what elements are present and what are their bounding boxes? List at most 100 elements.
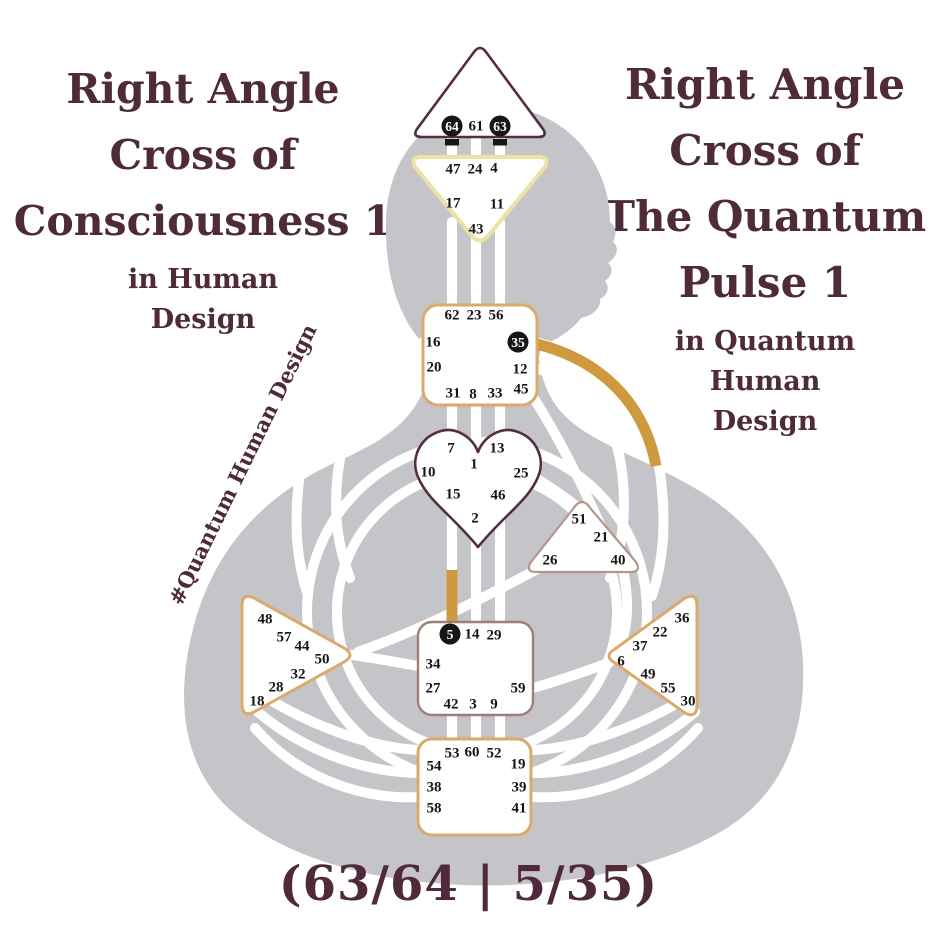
- left-subtitle: in Human Design: [13, 260, 393, 340]
- svg-text:55: 55: [661, 681, 676, 697]
- svg-text:64: 64: [445, 119, 459, 134]
- gate-59: 59: [511, 681, 526, 697]
- solar-plexus-center-shape: [607, 594, 699, 717]
- svg-text:41: 41: [512, 801, 527, 817]
- svg-text:28: 28: [269, 680, 284, 696]
- will-center-shape: [527, 500, 640, 574]
- svg-text:63: 63: [493, 119, 507, 134]
- gate-11: 11: [490, 197, 504, 213]
- gate-64: 64: [441, 115, 463, 146]
- gate-2: 2: [471, 511, 479, 527]
- gate-58: 58: [427, 801, 442, 817]
- gate-42: 42: [444, 697, 459, 713]
- gate-36: 36: [675, 611, 691, 627]
- svg-text:29: 29: [487, 628, 502, 644]
- svg-text:6: 6: [617, 654, 625, 670]
- sacral-center-shape: [416, 620, 535, 717]
- svg-text:25: 25: [514, 466, 529, 482]
- svg-text:43: 43: [469, 222, 484, 238]
- svg-text:19: 19: [511, 757, 526, 773]
- gate-49: 49: [641, 667, 656, 683]
- gate-3: 3: [469, 697, 477, 713]
- gate-12: 12: [513, 362, 528, 378]
- svg-text:30: 30: [681, 694, 696, 710]
- svg-text:24: 24: [468, 162, 484, 178]
- gate-53: 53: [445, 746, 460, 762]
- gate-27: 27: [426, 681, 442, 697]
- svg-text:34: 34: [426, 657, 442, 673]
- svg-text:13: 13: [490, 441, 505, 457]
- svg-text:3: 3: [469, 697, 477, 713]
- gate-52: 52: [487, 746, 502, 762]
- left-title-line: Consciousness 1: [13, 197, 393, 245]
- svg-text:49: 49: [641, 667, 656, 683]
- svg-text:31: 31: [446, 386, 461, 402]
- svg-text:14: 14: [465, 627, 481, 643]
- gate-24: 24: [468, 162, 484, 178]
- svg-text:58: 58: [427, 801, 442, 817]
- left-title-line: Cross of: [109, 131, 297, 179]
- gate-26: 26: [543, 553, 559, 569]
- right-title-line: Cross of: [669, 126, 861, 175]
- gate-51: 51: [572, 512, 587, 528]
- svg-text:51: 51: [572, 512, 587, 528]
- gate-47: 47: [446, 162, 462, 178]
- svg-text:5: 5: [447, 627, 454, 642]
- channel-throat-spleen-outer: [291, 337, 430, 601]
- gate-46: 46: [491, 488, 507, 504]
- channel-will-solar: [615, 560, 633, 653]
- svg-text:59: 59: [511, 681, 526, 697]
- gate-37: 37: [633, 639, 649, 655]
- channels: [250, 120, 703, 803]
- gold-channels: [446, 338, 662, 628]
- right-subtitle: in Quantum Human Design: [593, 322, 937, 442]
- gate-16: 16: [426, 335, 442, 351]
- svg-text:22: 22: [653, 625, 668, 641]
- gate-23: 23: [467, 308, 482, 324]
- gate-6: 6: [617, 654, 625, 670]
- gate-31: 31: [446, 386, 461, 402]
- svg-text:27: 27: [426, 681, 442, 697]
- left-title: Right Angle Cross of Consciousness 1 in …: [13, 56, 393, 340]
- gate-17: 17: [446, 196, 462, 212]
- left-subtitle-line: in Human: [127, 264, 279, 295]
- right-subtitle-line: Human: [709, 366, 821, 397]
- svg-text:39: 39: [512, 780, 527, 796]
- gate-33: 33: [488, 386, 503, 402]
- svg-text:57: 57: [277, 630, 293, 646]
- g-center-shape: [413, 428, 543, 549]
- svg-text:8: 8: [469, 387, 477, 403]
- gate-8: 8: [469, 387, 477, 403]
- svg-text:26: 26: [543, 553, 559, 569]
- cross-gates-label: (63/64 | 5/35): [278, 856, 659, 912]
- gate-22: 22: [653, 625, 668, 641]
- svg-text:47: 47: [446, 162, 462, 178]
- channel-sacral-solar: [528, 657, 615, 693]
- svg-text:62: 62: [445, 308, 460, 324]
- svg-text:16: 16: [426, 335, 442, 351]
- channel-sacral-spleen: [347, 650, 423, 671]
- gate-29: 29: [487, 628, 502, 644]
- gate-39: 39: [512, 780, 527, 796]
- svg-text:4: 4: [490, 161, 498, 177]
- svg-text:2: 2: [471, 511, 479, 527]
- throat-center-shape: [421, 303, 539, 407]
- svg-text:48: 48: [258, 612, 273, 628]
- left-subtitle-line: Design: [150, 304, 256, 335]
- head-center-shape: [414, 46, 546, 139]
- gate-28: 28: [269, 680, 284, 696]
- gate-54: 54: [427, 759, 443, 775]
- right-title-line: The Quantum: [603, 192, 927, 241]
- svg-text:15: 15: [446, 487, 461, 503]
- gate-41: 41: [512, 801, 527, 817]
- gate-50: 50: [315, 652, 330, 668]
- channel-root-spleen: [250, 690, 425, 803]
- gate-61: 61: [469, 119, 484, 135]
- left-title-line: Right Angle: [66, 65, 340, 113]
- gate-48: 48: [258, 612, 273, 628]
- svg-text:46: 46: [491, 488, 507, 504]
- svg-text:40: 40: [611, 553, 626, 569]
- gate-14: 14: [465, 627, 481, 643]
